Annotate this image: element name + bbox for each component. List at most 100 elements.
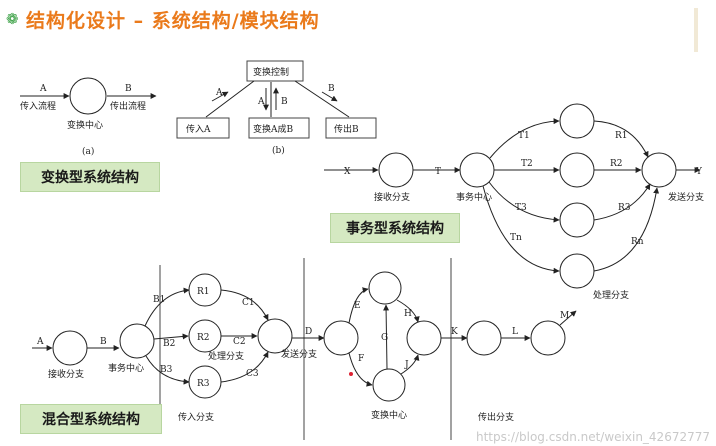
h-transform-in-node [323, 320, 359, 356]
r1-label: R1 [615, 131, 628, 141]
transaction-center-node [459, 152, 495, 188]
decor-bar [694, 8, 698, 52]
label-x: X [344, 167, 351, 177]
edge-control-in [205, 80, 255, 118]
h-receive-label: 接收分支 [48, 368, 84, 380]
label-b3: B3 [160, 365, 173, 375]
slide-title: ❁ 结构化设计 – 系统结构/模块结构 [6, 2, 320, 36]
t1-label: T1 [518, 131, 530, 141]
edge-t3 [488, 181, 560, 223]
flow-b-down [321, 91, 338, 102]
section-badge-transform: 变换型系统结构 [20, 162, 160, 192]
edge-hm [559, 310, 577, 326]
edge-label-b: B [328, 84, 335, 94]
edge-r3 [593, 183, 651, 221]
transaction-structure: X 接收分支 T 事务中心 处理分支 发送分支 Y T1 [324, 103, 704, 301]
slide-title-text: 结构化设计 – 系统结构/模块结构 [26, 9, 320, 32]
h-out-node-1 [466, 320, 502, 356]
h-input-branch-label: 传入分支 [178, 411, 214, 423]
h-center-node [119, 323, 155, 359]
tn-label: Tn [510, 233, 522, 243]
h-r2-label: R2 [197, 333, 210, 343]
process-node-n [559, 253, 595, 289]
t3-label: T3 [515, 203, 527, 213]
h-dispatch-label: 发送分支 [281, 348, 317, 360]
label-hd: D [305, 327, 312, 337]
hybrid-structure: A 接收分支 B 事务中心 R1 R2 R3 处理分支 B1 B2 B3 发送分… [32, 258, 577, 440]
edge-hh [396, 299, 420, 323]
rn-label: Rn [631, 237, 644, 247]
figure-b: 变换控制 传入A 变换A成B 传出B A B A B (b) [176, 60, 377, 156]
process-label: 处理分支 [593, 289, 629, 301]
label-hf: F [358, 354, 364, 364]
edge-t1 [489, 118, 560, 159]
control-box [246, 60, 304, 82]
edge-he [348, 287, 369, 324]
label-b: B [125, 84, 132, 94]
edge-label-a: A [215, 88, 223, 98]
h-r3-label: R3 [197, 379, 210, 389]
process-node-1 [559, 103, 595, 139]
label-transform-center: 变换中心 [67, 119, 103, 131]
edge-hb1 [144, 287, 190, 327]
label-hg: G [381, 333, 388, 343]
in-module-box [176, 117, 230, 139]
leaf-bullet-icon: ❁ [6, 10, 19, 28]
label-hk: K [451, 327, 458, 337]
flow-a-up [211, 91, 229, 102]
label-b1: B1 [153, 295, 165, 305]
process-node-3 [559, 202, 595, 238]
label-he: E [354, 301, 361, 311]
label-ha: A [36, 337, 44, 347]
h-transform-out-node [406, 320, 442, 356]
h-dispatch-node [257, 318, 293, 354]
label-t: T [435, 167, 441, 177]
label-y: Y [695, 167, 703, 177]
h-transform-top-node [368, 271, 402, 305]
edge-hj [400, 354, 420, 375]
h-r1-label: R1 [197, 287, 210, 297]
edge-r1 [593, 120, 649, 158]
transform-module-label: 变换A成B [253, 123, 293, 135]
caption-b: (b) [272, 145, 285, 156]
receive-node [378, 152, 414, 188]
edge-tn [482, 185, 560, 274]
edge-hb2 [153, 333, 189, 340]
caption-a: (a) [82, 146, 94, 157]
edge-hg [383, 304, 390, 370]
edge-hf [348, 352, 373, 387]
edge-hc1 [220, 289, 269, 321]
label-hh: H [404, 309, 412, 319]
figure-a: A B 传入流程 传出流程 变换中心 (a) [20, 77, 157, 157]
label-b2: B2 [163, 339, 175, 349]
t2-label: T2 [521, 159, 533, 169]
label-c2: C2 [233, 337, 246, 347]
label-hm: M [560, 311, 569, 321]
control-label: 变换控制 [253, 66, 289, 78]
h-output-branch-label: 传出分支 [478, 411, 514, 423]
label-hb: B [100, 337, 107, 347]
edge-hc3 [220, 351, 269, 383]
label-a: A [39, 84, 47, 94]
out-module-label: 传出B [334, 123, 359, 135]
out-module-box [325, 117, 377, 139]
transform-module-box [248, 117, 310, 139]
edge-control-out [294, 80, 350, 118]
receive-label: 接收分支 [374, 191, 410, 203]
h-out-node-2 [530, 320, 566, 356]
label-hj: J [404, 360, 409, 370]
dispatch-node [641, 152, 677, 188]
h-transform-bottom-node [372, 368, 406, 402]
h-transform-label: 变换中心 [371, 409, 407, 421]
label-c3: C3 [246, 369, 259, 379]
r2-label: R2 [610, 159, 623, 169]
in-module-label: 传入A [186, 123, 211, 135]
section-badge-hybrid: 混合型系统结构 [20, 404, 162, 434]
h-center-label: 事务中心 [108, 362, 144, 374]
label-in-flow: 传入流程 [20, 100, 56, 112]
mid-label-a: A [257, 97, 265, 107]
watermark: https://blog.csdn.net/weixin_42672777 [475, 430, 710, 444]
label-out-flow: 传出流程 [110, 100, 146, 112]
edge-rn [593, 187, 660, 272]
